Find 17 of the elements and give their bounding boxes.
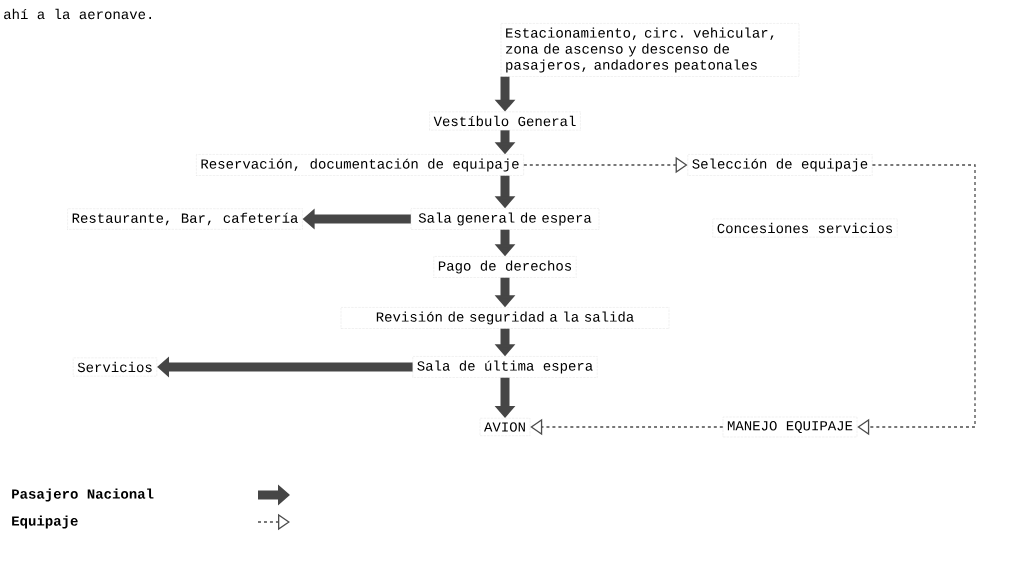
flow-arrow (857, 164, 976, 436)
note-text: ahí a la aeronave. (4, 8, 151, 20)
process-box: Servicios (73, 357, 157, 377)
process-box: Reservación, documentación de equipaje (196, 154, 524, 176)
legend-text: Pasajero Nacional (12, 488, 154, 502)
process-box: AVION (479, 418, 531, 436)
process-box: Concesiones servicios (712, 218, 898, 238)
process-box: Estacionamiento, circ. vehicular, zona de ascenso y descenso de pasajeros, andadores peatonales (500, 23, 800, 77)
process-box: Sala general de espera (410, 208, 600, 230)
process-box: Sala de última espera (412, 356, 598, 378)
process-box: MANEJO EQUIPAJE (722, 416, 858, 438)
process-box: Selección de equipaje (687, 154, 873, 176)
legend-text: Equipaje (12, 515, 78, 529)
process-box: Revisión de seguridad a la salida (340, 307, 670, 329)
process-box: Restaurante, Bar, cafetería (67, 208, 303, 230)
process-box: Vestíbulo General (429, 111, 581, 131)
process-box: Pago de derechos (433, 256, 577, 278)
